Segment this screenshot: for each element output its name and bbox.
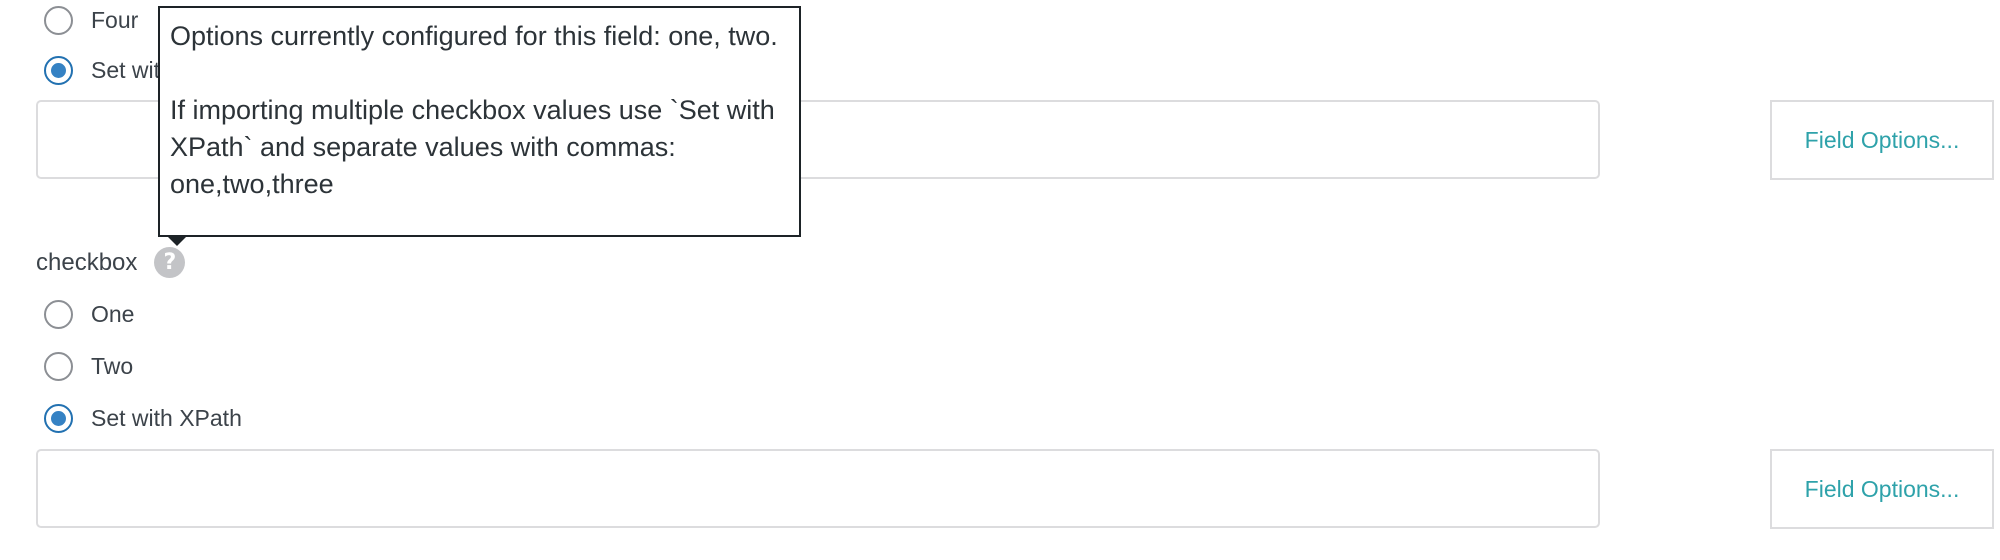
radio-button[interactable] [44,299,73,329]
question-circle-icon[interactable]: ? [154,247,186,278]
radio-label-two: Two [91,352,134,379]
radio-four[interactable]: Four [44,2,138,38]
field-label: checkbox [36,248,138,276]
tooltip-configured-options: Options currently configured for this fi… [170,21,778,51]
tooltip-import-hint: If importing multiple checkbox values us… [170,95,775,199]
radio-one[interactable]: One [44,296,134,332]
checkbox-field-label-row: checkbox ? [36,247,186,278]
radio-button[interactable] [44,5,73,35]
radio-label-set-with-xpath: Set with XPath [91,404,242,431]
radio-button-checked[interactable] [44,55,73,85]
radio-label-four: Four [91,6,139,33]
help-tooltip: Options currently configured for this fi… [158,6,801,237]
radio-label-one: One [91,300,135,327]
radio-set-with-xpath[interactable]: Set with XPath [44,400,242,436]
field-options-button-upper[interactable]: Field Options... [1770,100,1994,180]
xpath-input[interactable] [36,449,1600,528]
tooltip-arrow [168,237,186,246]
radio-two[interactable]: Two [44,348,133,384]
radio-button[interactable] [44,351,73,381]
field-options-button[interactable]: Field Options... [1770,449,1994,529]
radio-button-checked[interactable] [44,403,73,433]
